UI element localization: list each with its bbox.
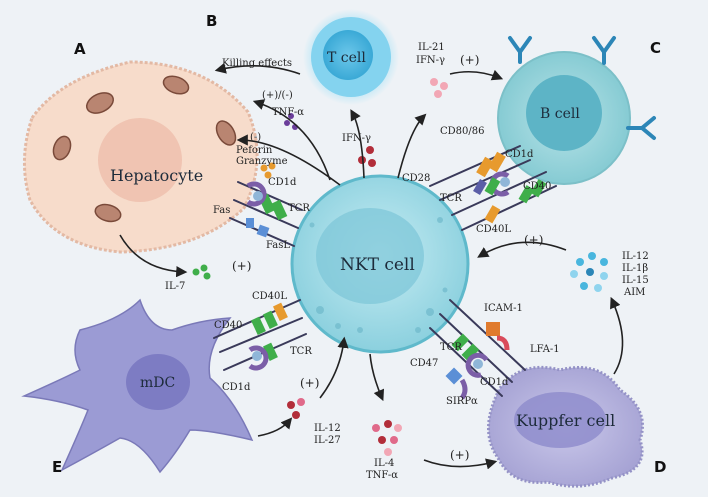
cd80-86-label: CD80/86 bbox=[440, 126, 485, 137]
b-cell bbox=[497, 36, 656, 185]
il21-label: IL-21 bbox=[418, 42, 445, 53]
kuppfer-cell-label: Kuppfer cell bbox=[516, 411, 615, 430]
fasl-label: FasL bbox=[266, 240, 290, 251]
il12-e-label: IL-12 bbox=[314, 423, 341, 434]
tcr-d-label: TCR bbox=[440, 342, 462, 353]
ifn-gamma-top-label: IFN-γ bbox=[416, 55, 445, 66]
sirpa-label: SIRPα bbox=[446, 396, 478, 407]
t-cell-label: T cell bbox=[327, 50, 366, 66]
ifn-gamma-label: IFN-γ bbox=[342, 133, 371, 144]
aim-label: AIM bbox=[623, 287, 645, 298]
cd40l-e-label: CD40L bbox=[252, 291, 287, 302]
tnf-alpha-bottom-label: TNF-α bbox=[366, 470, 398, 481]
panel-label-e: E bbox=[52, 458, 62, 476]
il7-label: IL-7 bbox=[165, 281, 185, 292]
annotation-labels: Killing effects (+)/(-) TNF-α (-) Pefori… bbox=[165, 42, 649, 481]
nkt-cell-label: NKT cell bbox=[340, 255, 415, 275]
panel-label-b: B bbox=[206, 12, 217, 30]
mdc-cell bbox=[21, 298, 254, 474]
il15-label: IL-15 bbox=[622, 275, 649, 286]
t-cell bbox=[303, 9, 399, 105]
panel-label-a: A bbox=[74, 40, 86, 58]
granzyme-label: Granzyme bbox=[236, 156, 288, 167]
cd40l-b-label: CD40L bbox=[476, 224, 511, 235]
il27-label: IL-27 bbox=[314, 435, 341, 446]
cd40-e-label: CD40 bbox=[214, 320, 242, 331]
kuppfer-cell bbox=[487, 365, 644, 488]
perforin-label: Peforin bbox=[236, 145, 273, 156]
tcr-a-label: TCR bbox=[288, 203, 310, 214]
tcr-b-label: TCR bbox=[440, 193, 462, 204]
plus-e-label: (+) bbox=[300, 376, 319, 390]
tcr-e-label: TCR bbox=[290, 346, 312, 357]
nkt-cell bbox=[290, 174, 470, 354]
cytokine-dots bbox=[192, 78, 608, 456]
panel-label-c: C bbox=[650, 39, 661, 57]
il12-d-label: IL-12 bbox=[622, 251, 649, 262]
il4-label: IL-4 bbox=[374, 458, 394, 469]
plus-il7-label: (+) bbox=[232, 259, 251, 273]
cd1d-d-label: CD1d bbox=[480, 377, 509, 388]
receptor-glyphs bbox=[246, 151, 547, 400]
plus-top-label: (+) bbox=[460, 53, 479, 67]
cd1d-a-label: CD1d bbox=[268, 177, 297, 188]
fas-label: Fas bbox=[213, 205, 230, 216]
killing-effects-label: Killing effects bbox=[222, 58, 292, 69]
hepatocyte-label: Hepatocyte bbox=[110, 166, 203, 185]
hepatocyte-cell bbox=[23, 60, 259, 254]
arrows bbox=[119, 62, 624, 470]
cd1d-e-label: CD1d bbox=[222, 382, 251, 393]
cd1d-b-label: CD1d bbox=[505, 149, 534, 160]
panel-label-d: D bbox=[654, 458, 666, 476]
cd28-label: CD28 bbox=[402, 173, 430, 184]
mdc-label: mDC bbox=[140, 375, 175, 391]
plus-right-label: (+) bbox=[524, 233, 543, 247]
il1b-label: IL-1β bbox=[622, 263, 648, 274]
antibody-icon bbox=[508, 36, 656, 140]
plus-minus-label: (+)/(-) bbox=[262, 90, 293, 101]
cd47-label: CD47 bbox=[410, 358, 438, 369]
cd40-b-label: CD40 bbox=[523, 181, 551, 192]
mitochondria bbox=[52, 75, 237, 223]
icam1-label: ICAM-1 bbox=[484, 303, 523, 314]
lfa1-label: LFA-1 bbox=[530, 344, 560, 355]
tnf-alpha-label: TNF-α bbox=[272, 107, 304, 118]
b-cell-label: B cell bbox=[540, 106, 580, 122]
minus-label: (-) bbox=[250, 132, 261, 143]
plus-bottom-label: (+) bbox=[450, 448, 469, 462]
